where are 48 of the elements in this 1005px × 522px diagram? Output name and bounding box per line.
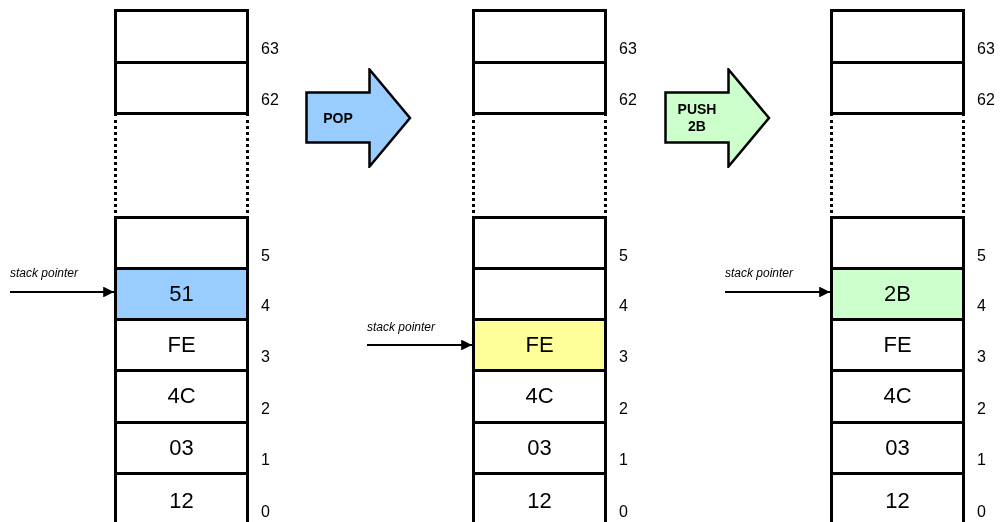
address-number: 1 — [619, 450, 628, 469]
address-number: 4 — [261, 296, 270, 315]
cell-value: FE — [167, 332, 196, 357]
operation-arrow — [664, 68, 771, 168]
address-number: 5 — [619, 247, 628, 265]
address-number: 1 — [977, 450, 986, 469]
address-number: 0 — [977, 502, 986, 521]
address-number: 2 — [261, 399, 270, 418]
cell-value: 4C — [883, 384, 912, 408]
cell-value: 12 — [527, 488, 552, 513]
cell-value: 03 — [885, 435, 910, 460]
address-number: 63 — [261, 39, 279, 58]
address-number: 3 — [619, 347, 628, 366]
cell-value: 12 — [885, 488, 910, 513]
address-number: 4 — [977, 296, 986, 315]
cell-value: FE — [883, 332, 912, 357]
operation-label: POP — [322, 109, 354, 127]
address-number: 1 — [261, 450, 270, 469]
address-number: 62 — [261, 90, 279, 109]
arrow — [724, 286, 831, 298]
cell-value: 4C — [525, 384, 554, 408]
operation-label: PUSH 2B — [676, 101, 718, 135]
cell-value: 03 — [527, 435, 552, 460]
cell-value: 4C — [167, 384, 196, 408]
arrow — [366, 339, 473, 351]
address-number: 62 — [619, 90, 637, 109]
address-number: 63 — [977, 39, 995, 58]
pointer-label: stack pointer — [10, 266, 108, 292]
cell-value: 03 — [169, 435, 194, 460]
address-number: 62 — [977, 90, 995, 109]
address-number: 5 — [977, 247, 986, 265]
address-number: 0 — [261, 502, 270, 521]
address-number: 4 — [619, 296, 628, 315]
address-number: 63 — [619, 39, 637, 58]
cell-value: FE — [525, 332, 554, 357]
cell-value: 2B — [884, 281, 911, 306]
address-number: 2 — [619, 399, 628, 418]
cell-value: 12 — [169, 488, 194, 513]
address-number: 2 — [977, 399, 986, 418]
address-number: 3 — [977, 347, 986, 366]
address-number: 0 — [619, 502, 628, 521]
arrow — [9, 286, 115, 298]
cell-value: 51 — [169, 281, 194, 306]
address-number: 3 — [261, 347, 270, 366]
address-number: 5 — [261, 247, 270, 265]
pointer-label: stack pointer — [367, 320, 465, 345]
operation-arrow — [305, 68, 412, 168]
pointer-label: stack pointer — [725, 266, 823, 292]
